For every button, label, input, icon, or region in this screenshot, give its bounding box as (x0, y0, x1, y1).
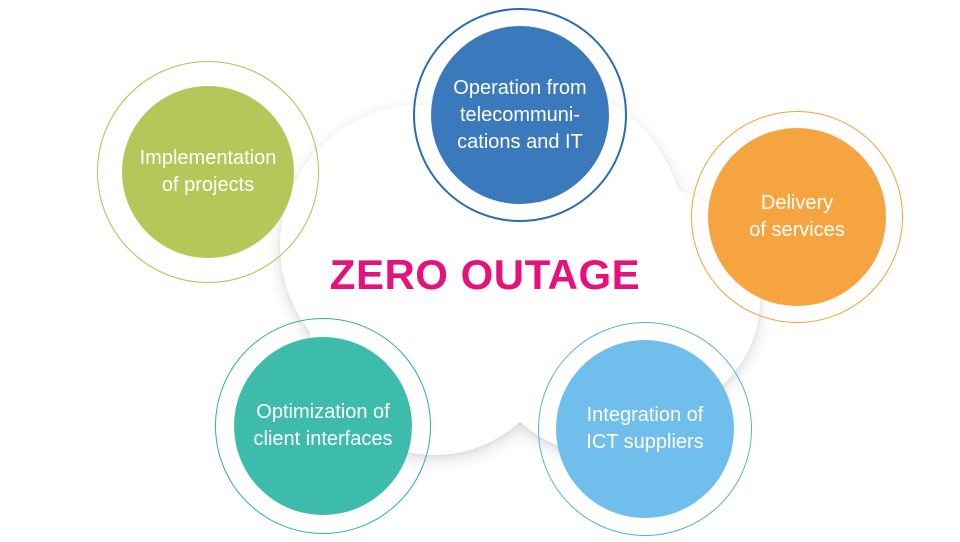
node-label: Delivery of services (749, 190, 845, 244)
node-optimization-of-client-interfaces: Optimization of client interfaces (215, 318, 431, 534)
node-label: Operation from telecommuni- cations and … (453, 75, 586, 156)
node-ring (215, 318, 431, 534)
node-label-line: of projects (161, 174, 255, 196)
node-label-line: Integration of (586, 404, 704, 426)
node-disc: Optimization of client interfaces (234, 337, 412, 515)
node-disc: Integration of ICT suppliers (556, 340, 734, 518)
node-ring (97, 61, 319, 283)
node-label-line: Delivery (760, 192, 834, 214)
node-ring (538, 322, 752, 536)
node-label-line: of services (749, 219, 845, 241)
node-ring (691, 111, 903, 323)
node-disc: Delivery of services (708, 128, 886, 306)
node-label-line: ICT suppliers (586, 431, 704, 453)
node-ring (413, 8, 627, 222)
node-label-line: Operation from (453, 76, 587, 99)
node-label-line: client interfaces (253, 428, 393, 450)
node-operation-from-telecommunications-and-it: Operation from telecommuni- cations and … (413, 8, 627, 222)
node-label-line: telecommuni- (459, 103, 581, 126)
node-label: Integration of ICT suppliers (586, 402, 703, 456)
node-label-line: Implementation (139, 147, 277, 169)
node-label: Optimization of client interfaces (254, 399, 393, 453)
node-delivery-of-services: Delivery of services (691, 111, 903, 323)
node-label-line: Optimization of (256, 401, 390, 423)
node-disc: Operation from telecommuni- cations and … (431, 26, 609, 204)
diagram-title: ZERO OUTAGE (329, 251, 641, 298)
node-disc: Implementation of projects (122, 86, 294, 258)
node-label: Implementation of projects (140, 145, 277, 199)
node-implementation-of-projects: Implementation of projects (97, 61, 319, 283)
node-integration-of-ict-suppliers: Integration of ICT suppliers (538, 322, 752, 536)
node-label-line: cations and IT (457, 130, 583, 153)
